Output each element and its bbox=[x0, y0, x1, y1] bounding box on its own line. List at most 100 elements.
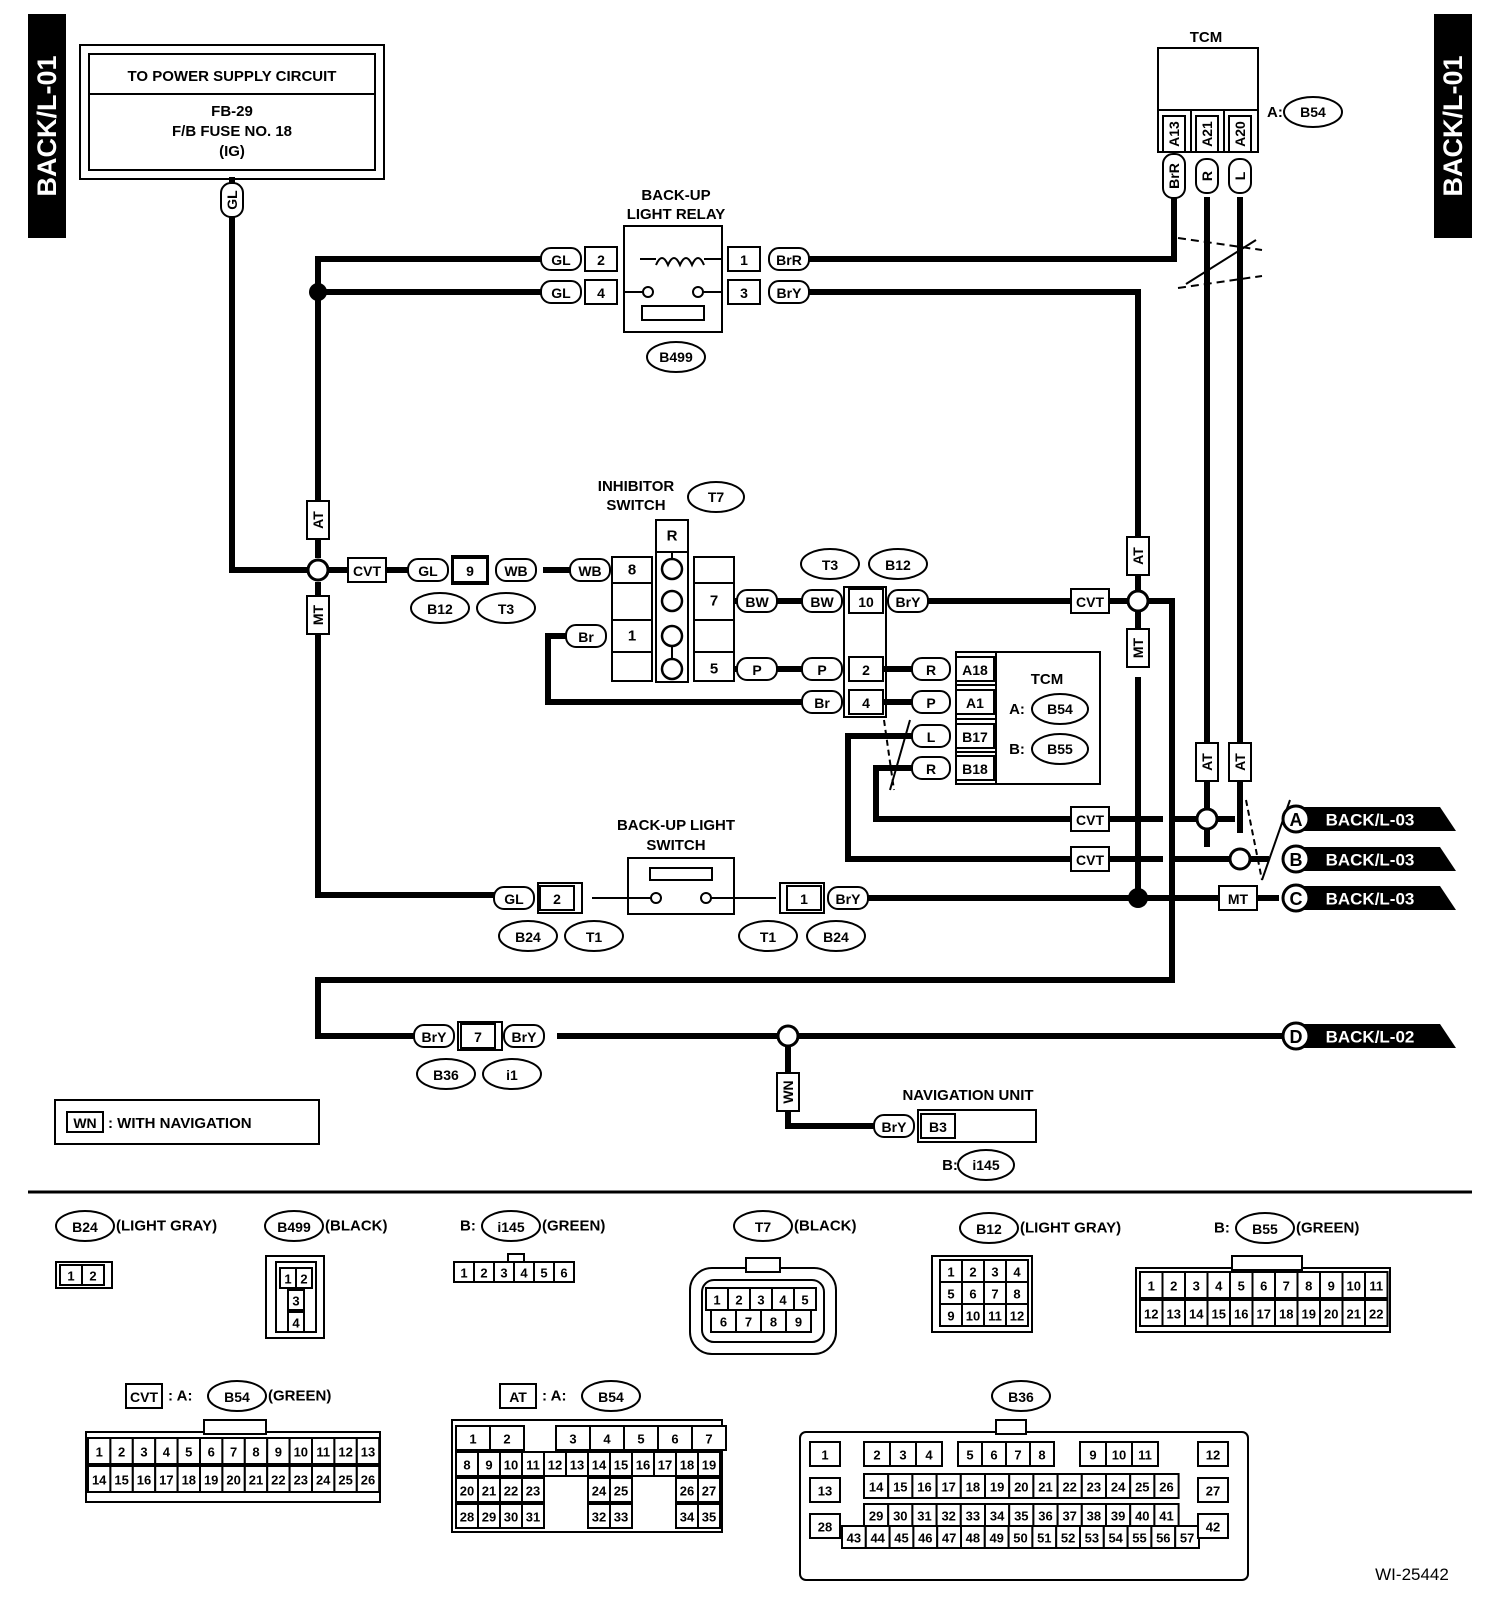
inhibitor-wire-p[interactable]: P bbox=[736, 657, 778, 681]
inhibitor-switch[interactable]: INHIBITOR SWITCH T7 bbox=[598, 478, 745, 683]
view-connector-b55[interactable]: B55 bbox=[1235, 1212, 1295, 1244]
tcm-pin-a13[interactable]: A13 bbox=[1162, 115, 1186, 153]
tcm-wire-l[interactable]: L bbox=[1228, 158, 1252, 194]
pin-number: 11 bbox=[526, 1458, 540, 1473]
tcm-pin-a21[interactable]: A21 bbox=[1195, 115, 1219, 153]
mid-wire-bw[interactable]: BW bbox=[801, 589, 843, 613]
bls-wire-gl[interactable]: GL bbox=[493, 886, 535, 910]
pin-number: 7 bbox=[1014, 1448, 1021, 1463]
mid-wire-p[interactable]: P bbox=[801, 657, 843, 681]
pin-number: 9 bbox=[795, 1315, 802, 1330]
view-connector-b499[interactable]: B499 bbox=[264, 1210, 324, 1242]
view-color: (GREEN) bbox=[1296, 1220, 1359, 1237]
tcm-mid-wire-3[interactable]: R bbox=[911, 756, 951, 780]
pin-number: 12 bbox=[338, 1445, 352, 1460]
connector-b12-left[interactable]: B12 bbox=[410, 592, 470, 624]
connector-b36[interactable]: B36 bbox=[416, 1058, 476, 1090]
bls-connector-2[interactable]: T1 bbox=[738, 920, 798, 952]
view-connector-b54[interactable]: B54 bbox=[207, 1380, 267, 1412]
tcm-pin-a20[interactable]: A20 bbox=[1228, 115, 1252, 153]
pin-number: 25 bbox=[1135, 1480, 1149, 1495]
b12-wire-wb[interactable]: WB bbox=[495, 558, 537, 582]
svg-text:SWITCH: SWITCH bbox=[646, 837, 705, 854]
backup-light-switch[interactable]: BACK-UP LIGHT SWITCH bbox=[592, 817, 776, 915]
view-connector-t7[interactable]: T7 bbox=[733, 1210, 793, 1242]
view-connector-b54[interactable]: B54 bbox=[581, 1380, 641, 1412]
nav-wire-bry[interactable]: BrY bbox=[873, 1114, 915, 1138]
relay-wire-right-0[interactable]: BrR bbox=[768, 247, 810, 271]
pin-number: 1 bbox=[96, 1445, 103, 1460]
view-connector-b36[interactable]: B36 bbox=[991, 1380, 1051, 1412]
pin-number: 11 bbox=[1138, 1448, 1152, 1463]
bls-wire-bry[interactable]: BrY bbox=[827, 886, 869, 910]
pin-number: 52 bbox=[1061, 1531, 1075, 1546]
bls-connector-0[interactable]: B24 bbox=[498, 920, 558, 952]
b36-wire-bry-right[interactable]: BrY bbox=[503, 1024, 545, 1048]
wire-tag-gl-power[interactable]: GL bbox=[220, 182, 244, 218]
pin-number: 2 bbox=[873, 1448, 880, 1463]
pin-number: 3 bbox=[757, 1293, 764, 1308]
pin-number: 3 bbox=[140, 1445, 147, 1460]
bls-connector-1[interactable]: T1 bbox=[564, 920, 624, 952]
tag-mt-right[interactable]: MT bbox=[1126, 628, 1150, 668]
relay-wire-left-0[interactable]: GL bbox=[540, 247, 582, 271]
tag-mt-left[interactable]: MT bbox=[306, 595, 330, 635]
tag-at-a[interactable]: AT bbox=[1195, 742, 1219, 782]
view-connector-i145[interactable]: i145 bbox=[481, 1210, 541, 1242]
b36-wire-bry-left[interactable]: BrY bbox=[413, 1024, 455, 1048]
pin-number: 26 bbox=[1159, 1480, 1173, 1495]
connector-t3-left[interactable]: T3 bbox=[476, 592, 536, 624]
connector-name: B12 bbox=[427, 601, 453, 617]
pin-number: 49 bbox=[989, 1531, 1003, 1546]
b12-wire-gl[interactable]: GL bbox=[407, 558, 449, 582]
tcm-mid-wire-1[interactable]: P bbox=[911, 690, 951, 714]
tcm-wire-brr[interactable]: BrR bbox=[1162, 153, 1186, 199]
pin-number: 12 bbox=[1010, 1309, 1024, 1324]
inhibitor-wire-bw[interactable]: BW bbox=[736, 589, 778, 613]
tag-at-left[interactable]: AT bbox=[306, 500, 330, 540]
pin-number: 13 bbox=[818, 1484, 832, 1499]
tag-at-right[interactable]: AT bbox=[1126, 536, 1150, 576]
pin-number: 7 bbox=[991, 1287, 998, 1302]
bls-connector-3[interactable]: B24 bbox=[806, 920, 866, 952]
connector-name: T3 bbox=[822, 557, 839, 573]
connector-i1[interactable]: i1 bbox=[482, 1058, 542, 1090]
backup-light-relay[interactable]: BACK-UP LIGHT RELAY B499 bbox=[623, 187, 725, 373]
pin-number: 54 bbox=[1108, 1531, 1123, 1546]
mid-wire-bry[interactable]: BrY bbox=[887, 589, 929, 613]
connector-t3-mid[interactable]: T3 bbox=[800, 548, 860, 580]
side-tab-right[interactable]: BACK/L-01 bbox=[1434, 14, 1472, 238]
view-connector-b12[interactable]: B12 bbox=[959, 1212, 1019, 1244]
view-connector-b24[interactable]: B24 bbox=[55, 1210, 115, 1242]
output-label: BACK/L-02 bbox=[1326, 1028, 1415, 1047]
bls-pin-2: 2 bbox=[539, 885, 575, 911]
tcm-mid-pin-a18: A18 bbox=[955, 656, 995, 682]
tcm-wire-r[interactable]: R bbox=[1195, 158, 1219, 194]
tcm-mid-wire-0[interactable]: R bbox=[911, 657, 951, 681]
inhibitor-wire-wb[interactable]: WB bbox=[569, 558, 611, 582]
pin-number: 23 bbox=[1087, 1480, 1101, 1495]
mid-wire-br[interactable]: Br bbox=[801, 690, 843, 714]
relay-wire-left-1[interactable]: GL bbox=[540, 280, 582, 304]
connector-name: B54 bbox=[598, 1389, 624, 1405]
side-tab-left[interactable]: BACK/L-01 bbox=[28, 14, 66, 238]
b36-r1-1: 1 bbox=[809, 1441, 841, 1467]
pin-number: 16 bbox=[137, 1473, 151, 1488]
connector-b12-mid[interactable]: B12 bbox=[868, 548, 928, 580]
relay-wire-right-1[interactable]: BrY bbox=[768, 280, 810, 304]
pin-number: 10 bbox=[504, 1458, 518, 1473]
tcm-mid-wire-2[interactable]: L bbox=[911, 724, 951, 748]
tag-at-b[interactable]: AT bbox=[1228, 742, 1252, 782]
inhibitor-wire-br[interactable]: Br bbox=[565, 624, 607, 648]
tag-wn[interactable]: WN bbox=[776, 1072, 800, 1112]
